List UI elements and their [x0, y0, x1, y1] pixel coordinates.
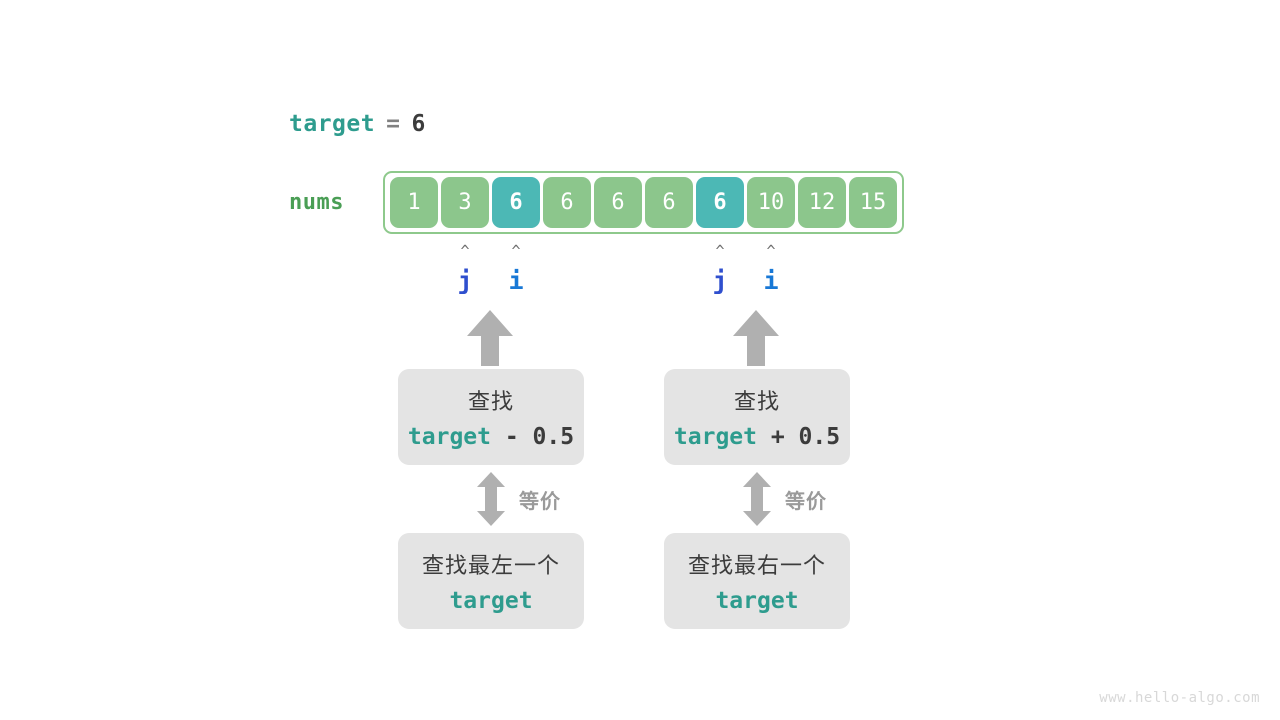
bottom-box-left-expression: target	[449, 588, 532, 614]
pointer-label-right-j: j	[712, 266, 728, 295]
bottom-box-left: 查找最左一个 target	[398, 533, 584, 629]
pointer-label-left-j: j	[457, 266, 473, 295]
pointer-label-left-i: i	[508, 266, 524, 295]
equivalence-arrow-right	[743, 472, 771, 526]
equivalence-arrow-left	[477, 472, 505, 526]
equivalence-label-right: 等价	[785, 489, 827, 513]
pointer-caret-left-j: ^	[460, 242, 470, 260]
bottom-box-left-title: 查找最左一个	[421, 554, 560, 579]
target-variable-name: target	[289, 111, 376, 137]
top-box-right-title: 查找	[733, 390, 780, 415]
pointer-caret-right-j: ^	[715, 242, 725, 260]
top-box-right-expr-rest: + 0.5	[757, 424, 841, 450]
top-box-left-expr-var: target	[407, 424, 491, 450]
bottom-box-left-expr-var: target	[449, 588, 533, 614]
top-box-right-expr-var: target	[673, 424, 757, 450]
target-declaration: target = 6	[289, 111, 426, 137]
bottom-box-right-expression: target	[715, 588, 798, 614]
watermark: www.hello-algo.com	[1099, 690, 1260, 706]
bottom-box-right: 查找最右一个 target	[664, 533, 850, 629]
up-arrow-right	[733, 310, 779, 366]
array-label: nums	[289, 190, 344, 215]
array-cell: 10	[747, 177, 795, 228]
target-value: 6	[411, 111, 426, 137]
top-box-left-expression: target - 0.5	[408, 424, 574, 450]
equivalence-label-left: 等价	[519, 489, 561, 513]
pointer-caret-left-i: ^	[511, 242, 521, 260]
array-cell: 6	[543, 177, 591, 228]
bottom-box-right-expr-var: target	[715, 588, 799, 614]
top-box-left-expr-rest: - 0.5	[491, 424, 575, 450]
pointer-label-right-i: i	[763, 266, 779, 295]
array-cell: 6	[696, 177, 744, 228]
top-box-left-title: 查找	[467, 390, 514, 415]
array-cell: 1	[390, 177, 438, 228]
top-box-right: 查找 target + 0.5	[664, 369, 850, 465]
target-equals-sign: =	[386, 111, 401, 137]
array-cell: 12	[798, 177, 846, 228]
pointer-caret-right-i: ^	[766, 242, 776, 260]
top-box-left: 查找 target - 0.5	[398, 369, 584, 465]
bottom-box-right-title: 查找最右一个	[687, 554, 826, 579]
top-box-right-expression: target + 0.5	[674, 424, 840, 450]
array-cell: 3	[441, 177, 489, 228]
array-cell: 6	[594, 177, 642, 228]
up-arrow-left	[467, 310, 513, 366]
array-cell: 6	[645, 177, 693, 228]
array-cell: 6	[492, 177, 540, 228]
array-cell: 15	[849, 177, 897, 228]
